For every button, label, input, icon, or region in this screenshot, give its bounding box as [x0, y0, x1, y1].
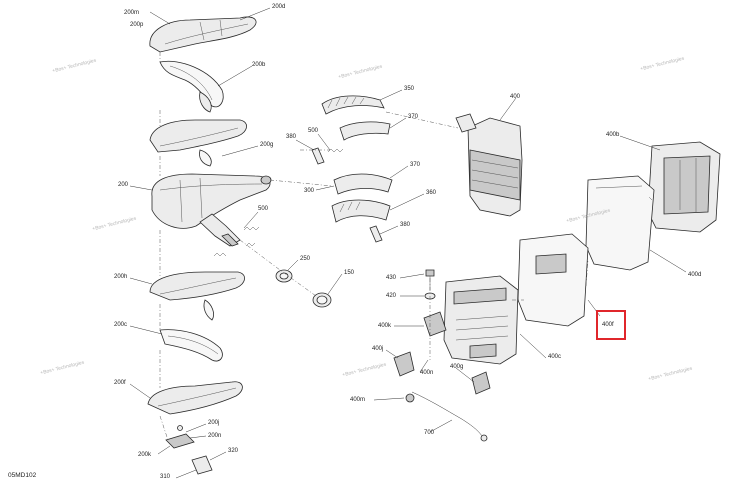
callout-380b: 380 — [400, 222, 411, 228]
callout-400m: 400m — [350, 397, 366, 403]
part-400d — [585, 175, 655, 271]
part-200c — [159, 329, 223, 362]
part-370a — [339, 121, 391, 141]
callout-300: 300 — [304, 188, 315, 194]
callout-320: 320 — [228, 448, 239, 454]
callout-400d: 400d — [688, 272, 702, 278]
drawing-code: 05MD102 — [8, 472, 37, 479]
callout-200c: 200c — [114, 322, 128, 328]
part-400m-nut — [405, 393, 415, 403]
part-400-front-housing — [443, 275, 519, 365]
callout-200n: 200n — [208, 433, 222, 439]
part-400c — [517, 233, 589, 327]
part-200h — [149, 271, 245, 321]
part-370b — [333, 173, 393, 195]
callout-200d: 200d — [272, 4, 286, 10]
callout-360: 360 — [426, 190, 437, 196]
part-400k-bracket — [423, 311, 447, 337]
part-250-ring — [275, 269, 293, 283]
part-150-ring — [312, 292, 332, 308]
callout-400c: 400c — [548, 354, 562, 360]
callout-380a: 380 — [286, 134, 297, 140]
callout-370b: 370 — [410, 162, 421, 168]
part-200g — [149, 119, 247, 167]
callout-400: 400 — [510, 94, 521, 100]
callout-420: 420 — [386, 293, 397, 299]
part-400j-bracket — [393, 351, 415, 377]
part-380b-clamp — [369, 225, 383, 243]
callout-500b: 500 — [308, 128, 319, 134]
part-350 — [321, 95, 385, 115]
callout-430: 430 — [386, 275, 397, 281]
highlight-box-400f — [596, 310, 626, 340]
callout-400b: 400b — [606, 132, 620, 138]
callout-400j: 400j — [372, 346, 384, 352]
callout-400f: 400f — [602, 322, 614, 328]
part-200b — [159, 60, 224, 113]
part-200f — [147, 381, 243, 415]
part-500a-spring — [213, 226, 260, 257]
callout-250: 250 — [300, 256, 311, 262]
callout-370a: 370 — [408, 114, 419, 120]
callout-310: 310 — [160, 474, 171, 480]
part-400 — [455, 113, 523, 217]
callout-400g: 400g — [450, 364, 464, 370]
part-380a-clamp — [311, 147, 325, 165]
callout-500a: 500 — [258, 206, 269, 212]
callout-400k: 400k — [378, 323, 392, 329]
part-400b — [647, 141, 721, 233]
part-500b-spring — [327, 148, 344, 153]
part-200d — [149, 16, 257, 53]
part-200 — [151, 173, 272, 247]
callout-350: 350 — [404, 86, 415, 92]
callout-200k: 200k — [138, 452, 152, 458]
part-360 — [331, 199, 391, 223]
callout-200b: 200b — [252, 62, 266, 68]
callout-400n: 400n — [420, 370, 434, 376]
callout-200: 200 — [118, 182, 129, 188]
callout-200g: 200g — [260, 142, 274, 148]
part-700-sensor-wire — [411, 391, 488, 442]
callout-200m: 200m — [124, 10, 140, 16]
callout-200h: 200h — [114, 274, 128, 280]
callout-200f: 200f — [114, 380, 126, 386]
callout-200j: 200j — [208, 420, 220, 426]
callout-700: 700 — [424, 430, 435, 436]
part-200k-bracket — [165, 425, 213, 475]
callout-150: 150 — [344, 270, 355, 276]
part-400g-bracket — [471, 371, 491, 395]
callout-200p: 200p — [130, 22, 144, 28]
